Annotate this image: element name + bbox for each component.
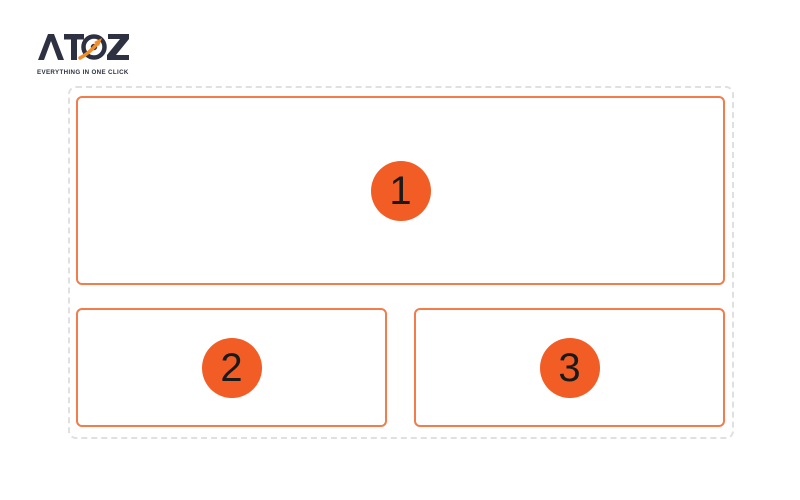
layout-container <box>68 86 734 439</box>
region-1-number-badge: 1 <box>370 160 431 221</box>
atoz-logo-mark <box>38 34 129 60</box>
brand-logo: EVERYTHING IN ONE CLICK <box>36 28 136 80</box>
region-3-number-badge: 3 <box>539 337 600 398</box>
region-1: 1 <box>76 96 725 285</box>
region-2-number-badge: 2 <box>201 337 262 398</box>
logo-tagline: EVERYTHING IN ONE CLICK <box>37 69 129 76</box>
region-2: 2 <box>76 308 387 427</box>
region-3: 3 <box>414 308 725 427</box>
